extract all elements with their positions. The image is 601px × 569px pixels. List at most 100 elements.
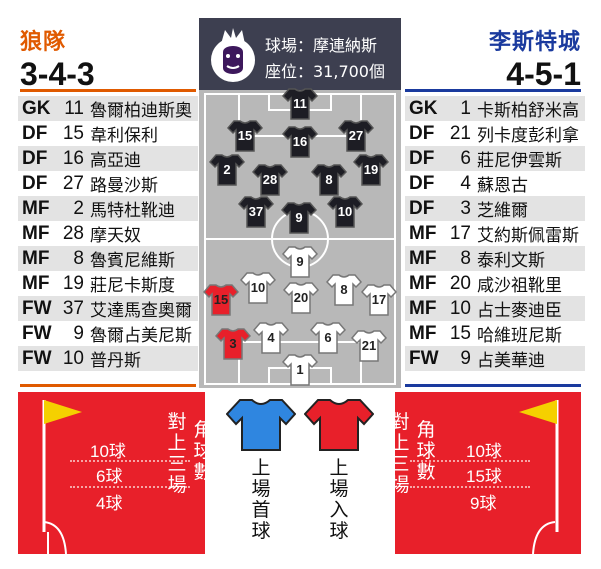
lineup-row: FW 10 普丹斯 (18, 346, 198, 371)
player-number: 2 (73, 197, 84, 219)
field-corner-lines (43, 521, 556, 554)
away-corner-flag-icon (519, 400, 559, 532)
player-name: 艾約斯佩雷斯 (477, 226, 579, 246)
player-position: FW (22, 297, 52, 319)
player-position: MF (22, 222, 50, 244)
shirt-number: 10 (337, 204, 353, 219)
player-position: GK (409, 97, 438, 119)
player-name: 魯爾占美尼斯 (90, 326, 192, 346)
player-position: FW (409, 347, 439, 369)
player-number: 9 (73, 322, 84, 344)
player-number: 8 (460, 247, 471, 269)
lineup-row: DF 4 蘇恩古 (405, 171, 585, 197)
player-position: MF (409, 272, 437, 294)
player-shirt: 8 (325, 274, 363, 306)
home-corner-2: 6球 (96, 467, 123, 486)
player-shirt: 37 (237, 196, 275, 228)
player-name: 蘇恩古 (477, 176, 528, 196)
shirt-number: 21 (361, 338, 377, 353)
player-name: 莊尼伊雲斯 (477, 151, 562, 171)
player-shirt: 28 (251, 164, 289, 196)
player-shirt: 20 (282, 282, 320, 314)
player-number: 27 (62, 172, 84, 194)
player-position: MF (409, 297, 437, 319)
home-formation: 3-4-3 (20, 56, 95, 92)
player-shirt: 19 (352, 154, 390, 186)
player-position: MF (22, 197, 50, 219)
player-name: 魯爾柏迪斯奧 (90, 101, 192, 121)
player-number: 4 (460, 172, 471, 194)
player-position: DF (22, 147, 48, 169)
player-position: MF (22, 247, 50, 269)
home-dotline-1 (70, 460, 190, 462)
player-name: 普丹斯 (90, 351, 141, 371)
player-number: 37 (62, 297, 84, 319)
home-vs-label: 對上三場 (167, 411, 187, 496)
player-name: 芝維爾 (477, 201, 528, 221)
shirt-number: 16 (292, 134, 308, 149)
away-team-name: 李斯特城 (488, 30, 581, 55)
player-name: 泰利文斯 (477, 251, 545, 271)
player-number: 20 (449, 272, 471, 294)
player-name: 摩天奴 (90, 226, 141, 246)
player-position: MF (409, 247, 437, 269)
player-shirt: 9 (281, 246, 319, 278)
shirt-number: 2 (223, 162, 231, 177)
player-name: 哈維班尼斯 (477, 326, 562, 346)
shirt-number: 8 (325, 172, 333, 187)
player-number: 1 (460, 97, 471, 119)
shirt-number: 11 (293, 96, 307, 111)
away-corner-label: 角球數 (416, 419, 436, 483)
player-position: FW (22, 347, 52, 369)
player-shirt: 1 (281, 354, 319, 386)
player-name: 卡斯柏舒米高 (477, 101, 579, 121)
shirt-number: 8 (340, 282, 348, 297)
player-shirt: 11 (281, 88, 319, 120)
player-number: 6 (460, 147, 471, 169)
shirt-number: 20 (293, 290, 309, 305)
player-number: 8 (73, 247, 84, 269)
player-number: 10 (62, 347, 84, 369)
player-position: DF (409, 122, 435, 144)
player-shirt: 3 (214, 328, 252, 360)
player-shirt: 9 (280, 202, 318, 234)
player-name: 占士麥迪臣 (477, 301, 562, 321)
player-number: 15 (62, 122, 84, 144)
lineup-row: DF 6 莊尼伊雲斯 (405, 146, 585, 171)
player-name: 馬特杜靴迪 (90, 201, 175, 221)
home-corner-label: 角球數 (193, 419, 213, 483)
player-shirt: 27 (337, 120, 375, 152)
shirt-number: 6 (324, 330, 332, 345)
player-position: DF (409, 147, 435, 169)
player-name: 路曼沙斯 (90, 176, 158, 196)
home-team-name: 狼隊 (20, 30, 67, 55)
player-name: 韋利保利 (90, 126, 158, 146)
shirt-number: 3 (229, 336, 237, 351)
player-name: 莊尼卡斯度 (90, 276, 175, 296)
shirt-number: 4 (267, 330, 275, 345)
player-number: 15 (449, 322, 471, 344)
blue-shirt-icon (226, 399, 296, 451)
player-name: 高亞迪 (90, 151, 141, 171)
shirt-number: 15 (237, 128, 253, 143)
home-corner-flag-icon (42, 400, 82, 532)
player-shirt: 4 (252, 322, 290, 354)
player-number: 9 (460, 347, 471, 369)
player-number: 3 (460, 197, 471, 219)
lineup-row: GK 1 卡斯柏舒米高 (405, 96, 585, 121)
premier-league-logo (203, 22, 263, 86)
shirt-number: 17 (371, 292, 387, 307)
player-position: DF (409, 172, 435, 194)
player-number: 19 (62, 272, 84, 294)
